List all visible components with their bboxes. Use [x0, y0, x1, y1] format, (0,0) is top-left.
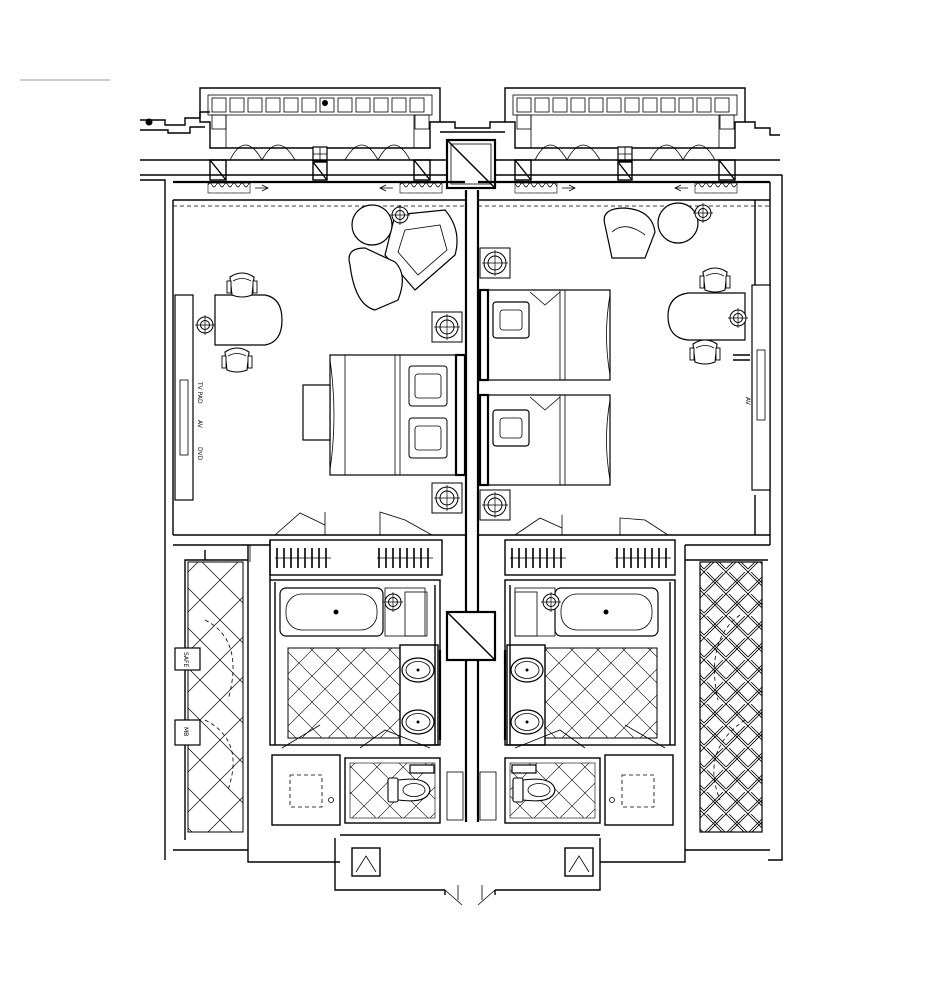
vanity-left: [399, 644, 442, 746]
writing-desk-left: [194, 294, 283, 346]
desk-chair-right-bottom: [689, 339, 721, 365]
exterior-wall-top: [140, 159, 782, 207]
bay-window-right: [504, 87, 746, 162]
heater-right-a: [514, 182, 558, 194]
tv-console-left: TV PAD AV DVD: [174, 294, 203, 501]
queen-bed-top: [478, 288, 611, 382]
minibar-box: MB: [174, 719, 201, 746]
guestroom-left: TV PAD AV DVD: [174, 204, 467, 536]
heater-left-b: [399, 182, 443, 194]
bathroom-right: [503, 579, 676, 749]
nightstand-lamp-left-top: [431, 311, 463, 343]
minibar-label: MB: [182, 727, 189, 736]
corridor-left: SAFE MB: [173, 544, 251, 840]
toilet-right: [512, 777, 556, 803]
structural-column-mid: [445, 610, 497, 662]
toilet-left: [387, 777, 431, 803]
tv-console-right: AV: [733, 284, 771, 491]
bathtub-right: [554, 587, 659, 637]
bed-bench: [302, 384, 331, 441]
vanity-right: [503, 644, 546, 746]
closet-doors-left: [274, 511, 433, 536]
lounge-chair-left: [348, 209, 458, 311]
structural-column-top: [445, 138, 497, 190]
heater-right-b: [694, 182, 738, 194]
sink-left-top: [401, 657, 435, 683]
wc-left: [344, 757, 441, 824]
lounge-chair-right: [603, 207, 656, 259]
nightstand-lamp-right-bottom: [479, 489, 511, 521]
desk-chair-right-top: [699, 267, 731, 293]
side-table-left: [351, 204, 393, 246]
desk-chair-left-bottom: [221, 347, 253, 373]
bath-floor-tile-right: [544, 647, 658, 739]
shower-right: [604, 754, 674, 826]
survey-point-icon: [145, 118, 153, 126]
corridor-right: [685, 559, 768, 833]
wc-right: [504, 757, 601, 824]
desk-chair-left-top: [226, 272, 258, 298]
side-table-right: [657, 202, 699, 244]
dvd-label: DVD: [196, 447, 203, 461]
bathtub-left: [279, 587, 384, 637]
av-label-right: AV: [744, 397, 751, 406]
closet-doors-right: [514, 515, 669, 536]
nightstand-lamp-left-bottom: [431, 482, 463, 514]
walls: [140, 175, 783, 863]
guestroom-right: AV: [478, 202, 771, 536]
safe-box: SAFE: [174, 647, 201, 671]
entry-cabinet-right: [564, 847, 594, 877]
safe-label: SAFE: [182, 652, 189, 667]
bathroom-left: [269, 579, 442, 749]
entry-vestibule: [334, 771, 601, 906]
queen-bed-bottom: [478, 393, 611, 487]
king-bed: [329, 353, 467, 477]
sink-right-top: [510, 657, 544, 683]
entry-cabinet-left: [351, 847, 381, 877]
tv-pad-label: TV PAD: [196, 381, 203, 404]
entry-double-door: [444, 885, 496, 906]
bay-window-left: [199, 87, 441, 162]
av-label-left: AV: [196, 420, 203, 429]
bath-floor-tile-left: [287, 647, 401, 739]
nightstand-lamp-right-top: [479, 247, 511, 279]
writing-desk-right: [667, 292, 749, 341]
wardrobe-left: [269, 539, 443, 580]
sink-right-bottom: [510, 709, 544, 735]
shower-left: [271, 754, 341, 826]
facade-top: [140, 87, 780, 162]
heater-left-a: [207, 182, 251, 194]
sink-left-bottom: [401, 709, 435, 735]
wardrobe-right: [504, 539, 676, 576]
